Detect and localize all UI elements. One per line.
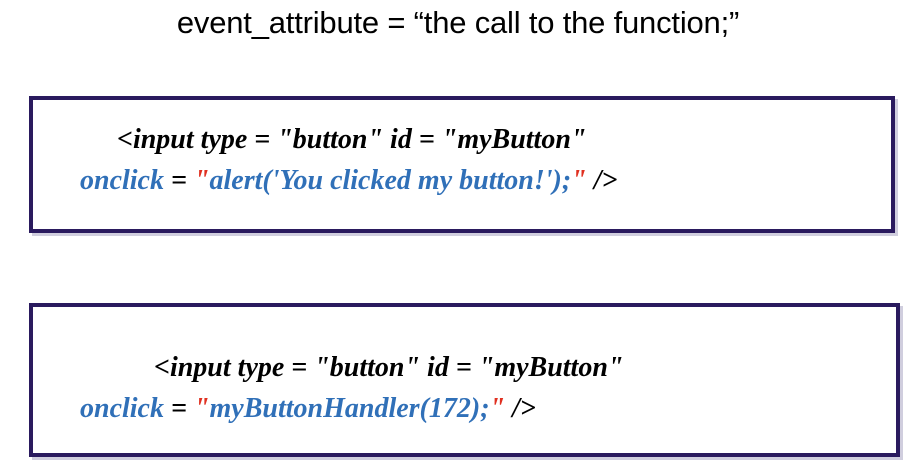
code-block: <input type = "button" id = "myButton" o… (33, 100, 891, 201)
code-token-string: alert('You clicked my button!'); (209, 165, 572, 196)
code-line: <input type = "button" id = "myButton" (80, 347, 896, 388)
code-token-quote: " (489, 393, 506, 424)
code-token-attr: onclick (80, 393, 164, 424)
code-token-quote: " (571, 165, 587, 196)
code-token-plain: <input type = "button" id = "myButton" (154, 352, 624, 383)
code-line: onclick = "alert('You clicked my button!… (80, 160, 891, 201)
code-token-string: myButtonHandler(172); (209, 393, 490, 424)
code-line: <input type = "button" id = "myButton" (80, 119, 891, 160)
code-token-plain: /> (586, 165, 618, 196)
code-example-box-handler-call: <input type = "button" id = "myButton" o… (29, 303, 900, 457)
code-token-quote: " (193, 393, 210, 424)
code-token-plain: = (164, 393, 194, 424)
code-token-quote: " (193, 165, 210, 196)
code-token-plain: <input type = "button" id = "myButton" (117, 124, 587, 155)
code-line: onclick = "myButtonHandler(172);" /> (80, 388, 896, 429)
page-title: event_attribute = “the call to the funct… (176, 5, 740, 40)
code-token-plain: = (164, 165, 194, 196)
code-block: <input type = "button" id = "myButton" o… (33, 307, 896, 429)
code-token-attr: onclick (80, 165, 164, 196)
code-example-box-inline-alert: <input type = "button" id = "myButton" o… (29, 96, 895, 233)
code-token-plain: /> (505, 393, 536, 424)
